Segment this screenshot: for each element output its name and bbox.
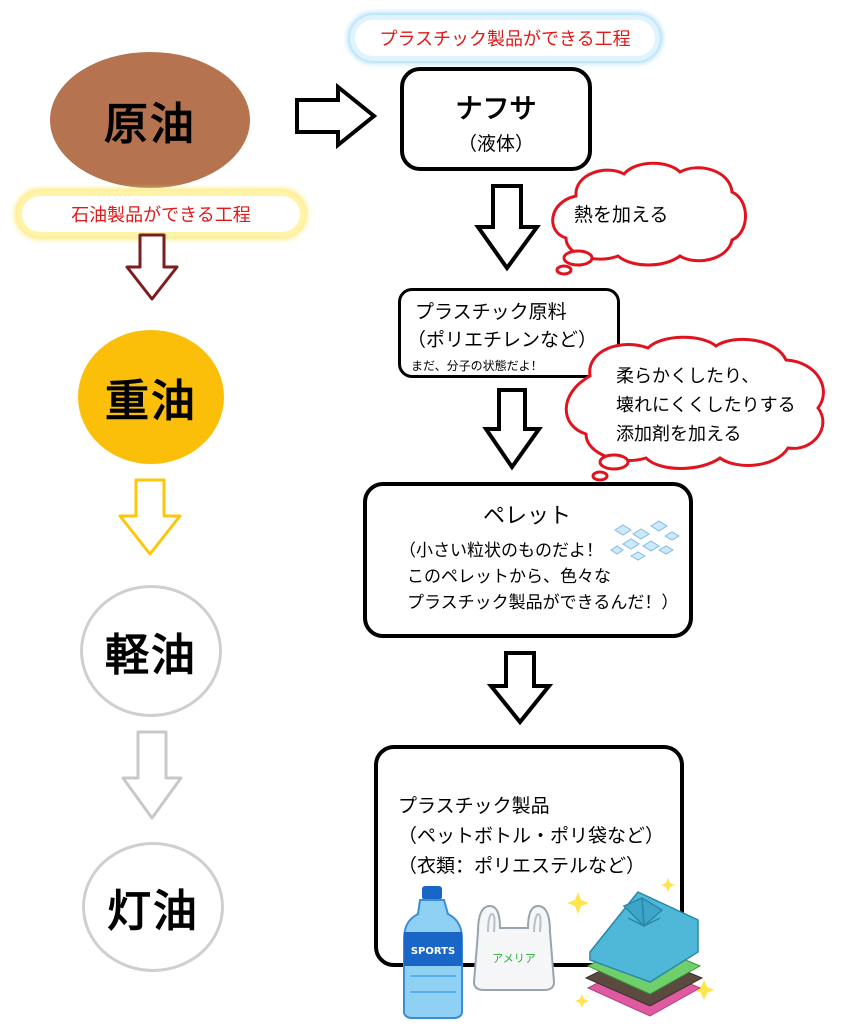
- pellet-box: ペレット （小さい粒状のものだよ！ このペレットから、色々な プラスチック製品が…: [363, 482, 693, 638]
- pellet-line3: プラスチック製品ができるんだ！）: [407, 593, 679, 613]
- products-line3: （衣類：ポリエステルなど）: [398, 855, 646, 877]
- additive-bubble-line3: 添加剤を加える: [616, 424, 742, 445]
- additive-speech-cloud: [564, 335, 825, 482]
- raw-title: プラスチック原料: [415, 301, 567, 323]
- pet-bottle-icon: SPORTS: [403, 886, 463, 1019]
- arrow-down-yellow-icon: [118, 478, 182, 556]
- products-line1: プラスチック製品: [398, 795, 550, 817]
- naphtha-title: ナフサ: [455, 94, 537, 125]
- naphtha-sub: （液体）: [457, 133, 534, 155]
- crude-oil-label: 原油: [104, 99, 196, 150]
- light-oil-label: 軽油: [105, 630, 197, 681]
- bottle-label: SPORTS: [411, 946, 455, 957]
- raw-note: まだ、分子の状態だよ！: [411, 359, 543, 373]
- bag-label: アメリア: [492, 952, 535, 965]
- plastic-raw-material-box: プラスチック原料 （ポリエチレンなど） まだ、分子の状態だよ！: [398, 288, 620, 378]
- arrow-down-black-icon: [486, 651, 554, 726]
- pellet-line1: （小さい粒状のものだよ！: [399, 541, 603, 561]
- pellet-title: ペレット: [483, 504, 572, 529]
- kerosene-oval: 灯油: [82, 842, 224, 972]
- heat-speech-cloud: [551, 161, 747, 276]
- arrow-down-gray-icon: [121, 730, 183, 820]
- pellet-line2: このペレットから、色々な: [407, 567, 611, 587]
- kerosene-label: 灯油: [107, 886, 199, 937]
- arrow-right-icon: [295, 82, 378, 150]
- folded-clothes-icon: [568, 878, 714, 1017]
- plastic-bag-icon: アメリア: [472, 904, 556, 991]
- heavy-oil-label: 重油: [105, 376, 197, 427]
- additive-bubble-line2: 壊れにくくしたりする: [616, 395, 796, 416]
- additive-bubble-line1: 柔らかくしたり、: [616, 366, 760, 387]
- light-oil-oval: 軽油: [80, 585, 222, 717]
- raw-sub: （ポリエチレンなど）: [407, 329, 598, 351]
- arrow-down-black-icon: [482, 388, 543, 471]
- heat-bubble-text: 熱を加える: [574, 204, 669, 226]
- plastic-process-banner: プラスチック製品ができる工程: [355, 20, 655, 56]
- heavy-oil-oval: 重油: [78, 330, 224, 464]
- petroleum-process-banner: 石油製品ができる工程: [22, 196, 300, 232]
- arrow-down-dark-red-icon: [125, 233, 179, 301]
- arrow-down-black-icon: [474, 184, 541, 272]
- pellet-grains-icon: [610, 520, 681, 561]
- products-line2: （ペットボトル・ポリ袋など）: [398, 825, 665, 847]
- naphtha-box: ナフサ （液体）: [400, 67, 592, 171]
- crude-oil-oval: 原油: [50, 52, 250, 188]
